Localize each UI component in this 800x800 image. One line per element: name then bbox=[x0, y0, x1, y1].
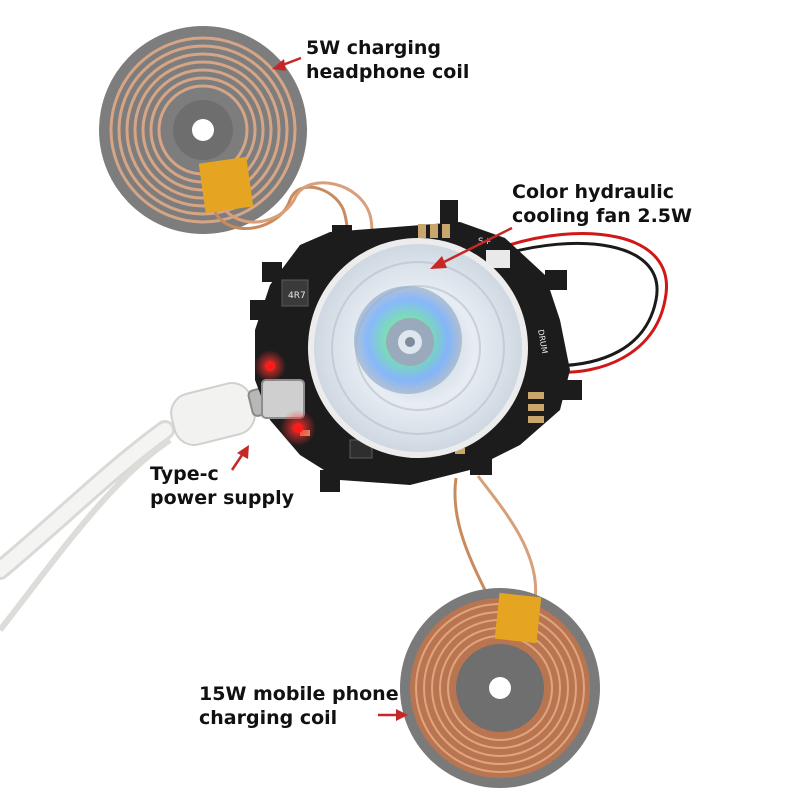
arrow-5w-coil bbox=[272, 56, 302, 71]
cooling-fan bbox=[308, 238, 528, 458]
coil-15w bbox=[400, 588, 600, 788]
callout-typec-line2: power supply bbox=[150, 487, 295, 509]
callout-fan-line2: cooling fan 2.5W bbox=[512, 205, 692, 227]
usb-c-cable bbox=[0, 381, 297, 632]
callout-typec: Type-c power supply bbox=[150, 462, 294, 510]
inductor-marking: 4R7 bbox=[288, 291, 306, 301]
callout-fan-line1: Color hydraulic bbox=[512, 181, 675, 203]
red-led-top bbox=[254, 350, 286, 382]
arrow-typec bbox=[230, 445, 249, 471]
callout-fan: Color hydraulic cooling fan 2.5W bbox=[512, 180, 692, 228]
callout-5w-coil: 5W charging headphone coil bbox=[306, 36, 469, 84]
coil-5w bbox=[99, 26, 307, 234]
red-led-bottom bbox=[280, 410, 316, 446]
usb-c-port bbox=[261, 379, 305, 419]
fan-wire bbox=[497, 232, 668, 374]
callout-15w-coil: 15W mobile phone charging coil bbox=[199, 682, 399, 730]
callout-5w-coil-line1: 5W charging bbox=[306, 37, 442, 59]
callout-typec-line1: Type-c bbox=[150, 463, 219, 485]
callout-5w-coil-line2: headphone coil bbox=[306, 61, 470, 83]
arrow-15w-coil bbox=[378, 709, 408, 721]
callout-15w-coil-line2: charging coil bbox=[199, 707, 338, 729]
callout-15w-coil-line1: 15W mobile phone bbox=[199, 683, 399, 705]
arrow-fan bbox=[430, 226, 513, 269]
board-side-marking: DRUM bbox=[536, 329, 549, 355]
